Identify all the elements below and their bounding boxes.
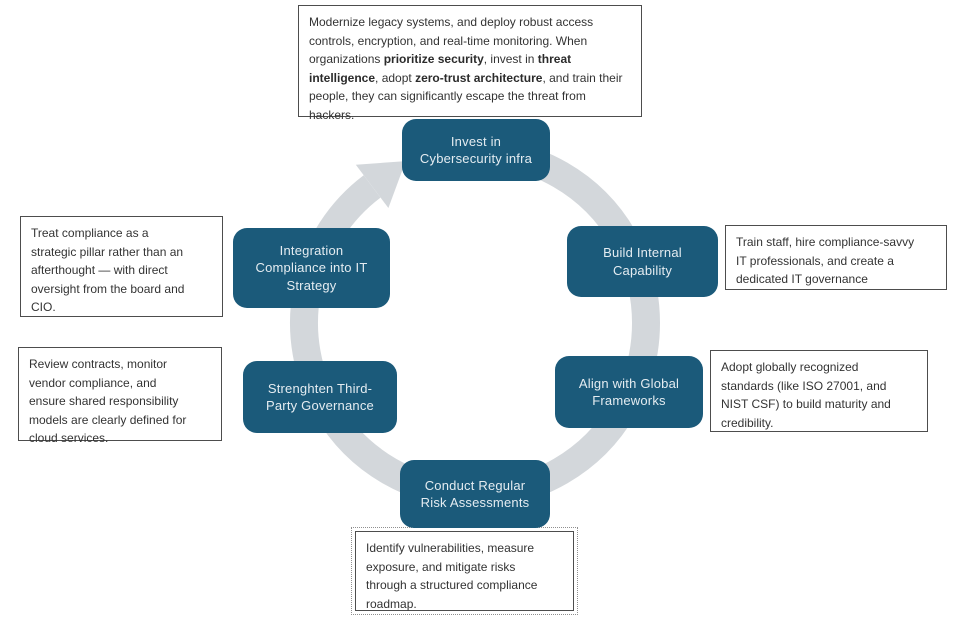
callout-text: Review contracts, monitor vendor complia… xyxy=(29,357,187,445)
bold-threat-intelligence: threat intelligence xyxy=(309,52,572,85)
node-label: Conduct Regular Risk Assessments xyxy=(420,477,530,511)
callout-treat-compliance[interactable]: Treat compliance as a strategic pillar r… xyxy=(20,216,223,317)
callout-modernize-legacy[interactable]: Modernize legacy systems, and deploy rob… xyxy=(298,5,642,122)
node-label: Strenghten Third- Party Governance xyxy=(266,380,374,414)
node-label: Build Internal Capability xyxy=(603,245,682,278)
node-align-global-frameworks[interactable]: Align with Global Frameworks xyxy=(555,356,703,428)
callout-review-contracts[interactable]: Review contracts, monitor vendor complia… xyxy=(18,347,222,445)
node-strengthen-third-party[interactable]: Strenghten Third- Party Governance xyxy=(243,361,397,433)
callout-text: Adopt globally recognized standards (lik… xyxy=(721,360,891,430)
callout-text: Train staff, hire compliance-savvy IT pr… xyxy=(736,235,915,286)
callout-text: Identify vulnerabilities, measure exposu… xyxy=(366,541,538,611)
node-label: Align with Global Frameworks xyxy=(578,375,680,409)
callout-text: Modernize legacy systems, and deploy rob… xyxy=(309,15,623,122)
node-invest-cybersecurity[interactable]: Invest in Cybersecurity infra xyxy=(402,119,550,181)
node-conduct-risk-assessments[interactable]: Conduct Regular Risk Assessments xyxy=(400,460,550,528)
callout-identify-vulnerabilities[interactable]: Identify vulnerabilities, measure exposu… xyxy=(351,527,578,615)
callout-adopt-standards[interactable]: Adopt globally recognized standards (lik… xyxy=(710,350,928,432)
node-label: Integration Compliance into IT Strategy xyxy=(255,242,368,293)
node-integration-compliance[interactable]: Integration Compliance into IT Strategy xyxy=(233,228,390,308)
callout-train-staff[interactable]: Train staff, hire compliance-savvy IT pr… xyxy=(725,225,947,290)
bold-prioritize-security: prioritize security xyxy=(383,52,484,66)
bold-zero-trust: zero-trust architecture xyxy=(415,70,543,85)
node-label: Invest in Cybersecurity infra xyxy=(419,133,533,167)
cycle-ring-arc xyxy=(290,138,660,508)
cycle-arrowhead-icon xyxy=(355,161,406,208)
callout-text: Treat compliance as a strategic pillar r… xyxy=(31,226,185,314)
node-build-internal-capability[interactable]: Build Internal Capability xyxy=(567,226,718,297)
